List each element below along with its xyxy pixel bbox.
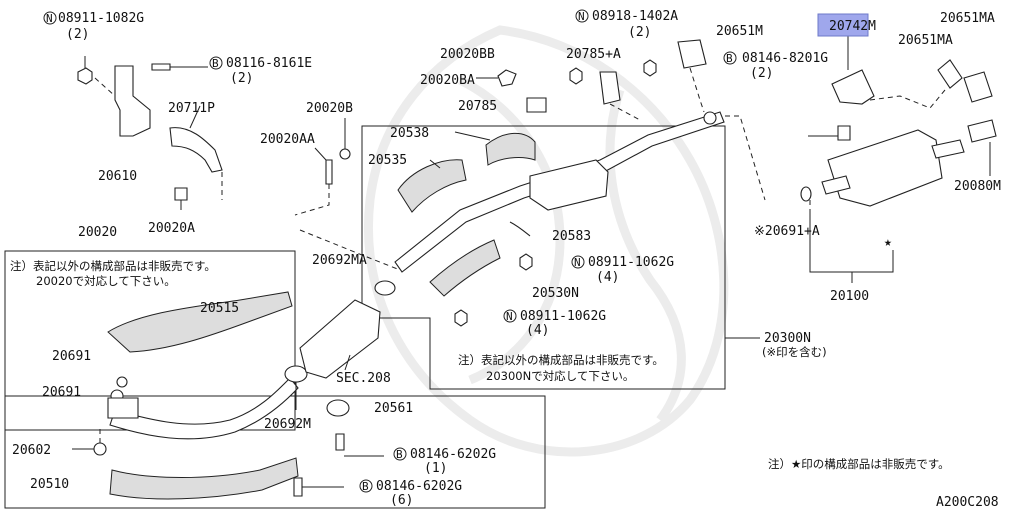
label-08911-1082G-qty: (2) [66, 27, 89, 42]
label-20583[interactable]: 20583 [552, 229, 591, 244]
label-20020B[interactable]: 20020B [306, 101, 353, 116]
label-08146-6202G-b[interactable]: 08146-6202G [376, 479, 462, 494]
nut-prefix-4: N [506, 310, 513, 323]
label-08146-8201G[interactable]: 08146-8201G [742, 51, 828, 66]
label-08911-1062G-a[interactable]: 08911-1062G [588, 255, 674, 270]
box-20020 [4, 250, 296, 431]
label-08911-1082G[interactable]: 08911-1082G [58, 11, 144, 26]
label-20691-a[interactable]: 20691 [52, 349, 91, 364]
highlight-20742M [817, 13, 869, 37]
label-20538[interactable]: 20538 [390, 126, 429, 141]
label-08146-6202G-b-qty: (6) [390, 493, 413, 508]
label-20020A[interactable]: 20020A [148, 221, 195, 236]
label-20300N-note: (※印を含む) [762, 345, 827, 359]
label-20020[interactable]: 20020 [78, 225, 117, 240]
label-20561[interactable]: 20561 [374, 401, 413, 416]
label-08146-8201G-qty: (2) [750, 66, 773, 81]
label-20535[interactable]: 20535 [368, 153, 407, 168]
label-20515[interactable]: 20515 [200, 301, 239, 316]
label-08911-1062G-b-qty: (4) [526, 323, 549, 338]
nut-prefix-1: N [46, 12, 53, 25]
label-08116-8161E-qty: (2) [230, 71, 253, 86]
label-20020BA[interactable]: 20020BA [420, 73, 475, 88]
note-left-line1: 注）表記以外の構成部品は非販売です。 [10, 259, 216, 273]
label-20300N[interactable]: 20300N [764, 331, 811, 346]
label-20785[interactable]: 20785 [458, 99, 497, 114]
label-20530N[interactable]: 20530N [532, 286, 579, 301]
note-right: 注）★印の構成部品は非販売です。 [768, 457, 950, 471]
note-center-line2: 20300Nで対応して下さい。 [486, 369, 634, 383]
nut-prefix-3: N [574, 256, 581, 269]
star-marker: ★ [884, 235, 892, 250]
label-20080M[interactable]: 20080M [954, 179, 1001, 194]
label-20020BB[interactable]: 20020BB [440, 47, 495, 62]
bolt-prefix-4: B [362, 480, 369, 493]
note-left-line2: 20020で対応して下さい。 [36, 274, 176, 288]
label-20602[interactable]: 20602 [12, 443, 51, 458]
label-20692M[interactable]: 20692M [264, 417, 311, 432]
nut-prefix-2: N [578, 10, 585, 23]
parts-drawings [72, 30, 997, 500]
box-lower-hanger [4, 395, 546, 509]
label-20742M[interactable]: 20742M [829, 19, 876, 34]
bracket-20100 [809, 214, 894, 273]
label-08911-1062G-a-qty: (4) [596, 270, 619, 285]
label-08911-1062G-b[interactable]: 08911-1062G [520, 309, 606, 324]
label-20100[interactable]: 20100 [830, 289, 869, 304]
diagram-id: A200C208 [936, 495, 999, 510]
label-20691A[interactable]: ※20691+A [754, 224, 820, 239]
label-08116-8161E[interactable]: 08116-8161E [226, 56, 312, 71]
label-20610[interactable]: 20610 [98, 169, 137, 184]
label-20510[interactable]: 20510 [30, 477, 69, 492]
bolt-prefix-3: B [396, 448, 403, 461]
watermark-emblem [364, 25, 729, 457]
label-20785A[interactable]: 20785+A [566, 47, 621, 62]
bolt-prefix-1: B [212, 57, 219, 70]
note-center-line1: 注）表記以外の構成部品は非販売です。 [458, 353, 664, 367]
label-08146-6202G-a[interactable]: 08146-6202G [410, 447, 496, 462]
label-20651M[interactable]: 20651M [716, 24, 763, 39]
label-08918-1402A[interactable]: 08918-1402A [592, 9, 678, 24]
label-20651MA-top[interactable]: 20651MA [940, 11, 995, 26]
label-20692MA[interactable]: 20692MA [312, 253, 367, 268]
label-08918-1402A-qty: (2) [628, 25, 651, 40]
label-08146-6202G-a-qty: (1) [424, 461, 447, 476]
label-20711P[interactable]: 20711P [168, 101, 215, 116]
bolt-prefix-2: B [726, 52, 733, 65]
label-20691-b[interactable]: 20691 [42, 385, 81, 400]
label-20020AA[interactable]: 20020AA [260, 132, 315, 147]
label-20651MA[interactable]: 20651MA [898, 33, 953, 48]
part-labels: N 08911-1082G (2) B 08116-8161E (2) 2071… [10, 9, 1001, 510]
label-sec208[interactable]: SEC.208 [336, 371, 391, 386]
